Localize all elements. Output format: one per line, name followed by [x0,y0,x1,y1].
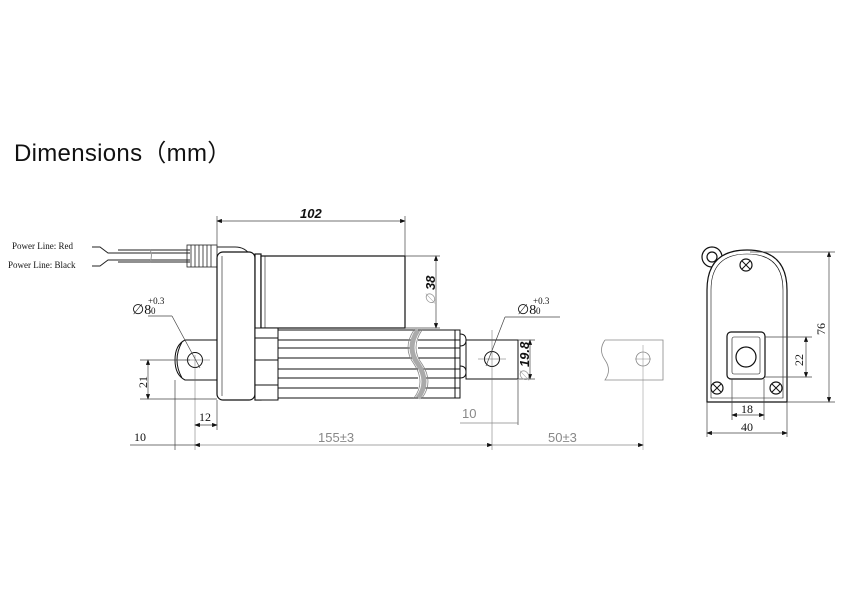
dim-motor-length: 102 [300,206,322,221]
dim-rear-clevis-height: 21 [136,376,150,388]
motor-body [260,255,406,329]
dim-rod-diameter: ∅ 19.8 [517,341,532,382]
dim-front-hole-tol-lower: 0 [536,306,541,316]
dim-front-hole-tol-upper: +0.3 [533,296,550,306]
dim-end-width: 40 [741,420,753,434]
wire-label-red: Power Line: Red [12,241,73,251]
dim-retracted-length: 155±3 [318,430,355,445]
diameter-symbol: ∅ [423,293,438,305]
gearbox-housing [216,251,262,401]
dim-end-height: 76 [814,323,828,335]
dim-rear-hole-tol-upper: +0.3 [148,296,165,306]
dim-front-end-to-hole: 10 [462,406,477,421]
dim-rear-clevis-offset: 12 [199,410,211,424]
dim-motor-diameter: ∅ 38 [423,275,438,305]
rear-clevis [174,339,217,450]
end-view [701,246,788,403]
outer-tube [277,329,467,399]
rod-end [465,330,519,450]
extended-rod-end [601,339,664,450]
dim-rear-hole: ∅8 [132,303,152,318]
power-wires [92,246,190,267]
break-line [409,328,427,400]
page-title: Dimensions（mm） [14,140,232,167]
dim-front-hole: ∅8 [517,303,537,318]
wire-label-black: Power Line: Black [8,260,76,270]
tube-collar [254,327,279,401]
dim-rear-hole-tol-lower: 0 [151,306,156,316]
dim-mount-width: 18 [741,402,753,416]
dim-mount-height: 22 [792,354,806,366]
dim-rear-end-to-hole: 10 [134,430,146,444]
dim-stroke: 50±3 [548,430,577,445]
